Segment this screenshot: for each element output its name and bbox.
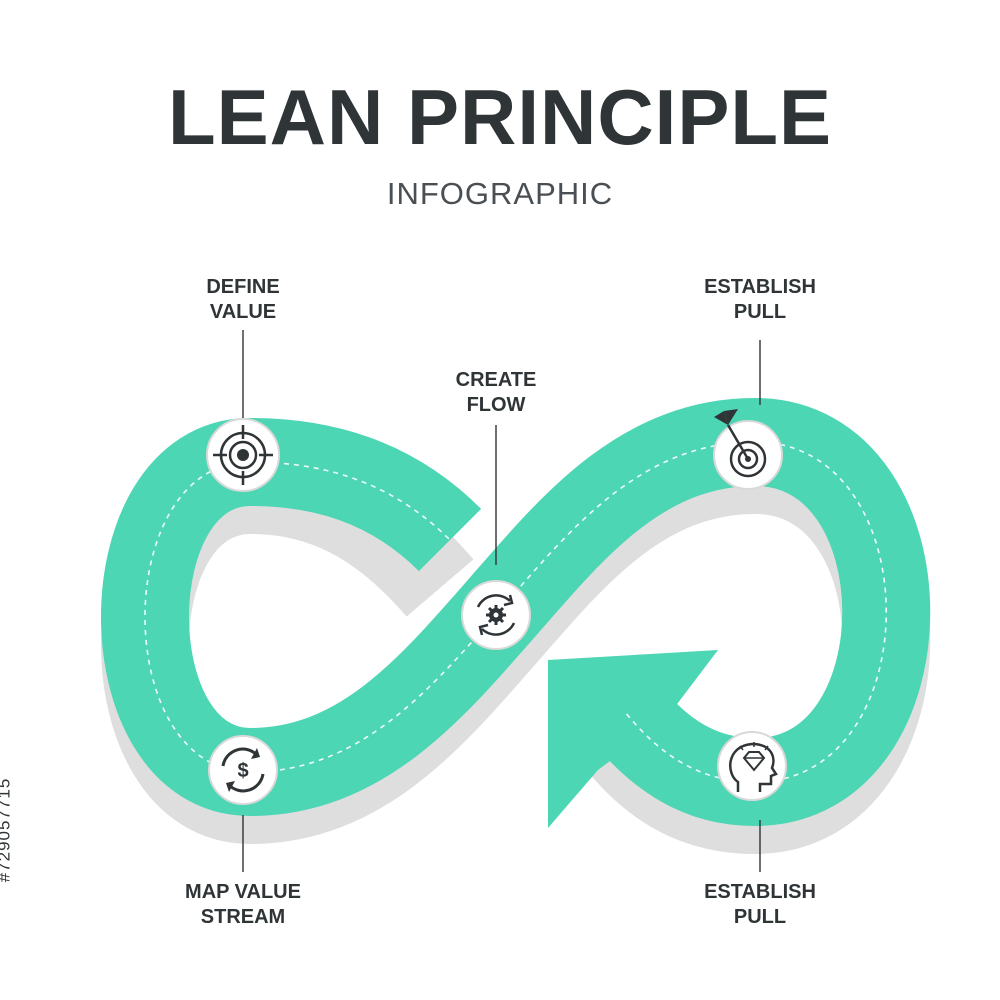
- target-icon: [206, 418, 280, 492]
- step-label-map-value-stream: MAP VALUE STREAM: [185, 881, 301, 928]
- page-subtitle: INFOGRAPHIC: [386, 176, 614, 211]
- step-label-create-flow: CREATE FLOW: [455, 369, 537, 416]
- head-diamond-icon: [717, 731, 787, 801]
- step-label-establish-pull-bottom: ESTABLISH PULL: [704, 881, 816, 928]
- gear-cycle-icon: [461, 580, 531, 650]
- stock-id-text: #729057715: [0, 777, 14, 883]
- arrow-head: [548, 650, 718, 828]
- step-label-define-value: DEFINE VALUE: [206, 276, 280, 323]
- dollar-cycle-icon: $: [208, 735, 278, 805]
- step-label-establish-pull-top: ESTABLISH PULL: [704, 276, 816, 323]
- page-title: LEAN PRINCIPLE: [167, 73, 833, 161]
- connector-lines: [242, 330, 761, 872]
- svg-text:$: $: [237, 760, 248, 782]
- dart-target-icon: [713, 409, 783, 490]
